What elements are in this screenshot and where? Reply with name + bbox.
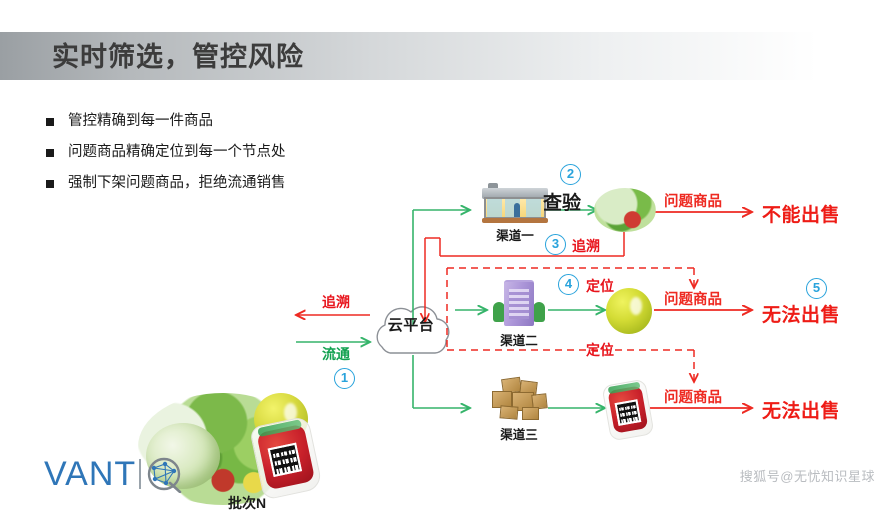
square-bullet-icon [46,180,54,188]
channel-label: 渠道一 [496,229,534,243]
channel-node-2[interactable]: 渠道二 [490,280,548,349]
inspect-label: 查验 [543,193,582,214]
tree-icon [533,302,545,322]
channel-node-1[interactable]: 渠道一 [478,183,552,244]
channel-node-3[interactable]: 渠道三 [488,376,550,443]
outcome-label-2: 无法出售 [762,305,841,326]
bullet-list: 管控精确到每一件商品 问题商品精确定位到每一个节点处 强制下架问题商品，拒绝流通… [46,112,446,205]
cardboard-boxes-icon [488,376,550,422]
channel-label: 渠道三 [500,428,538,442]
channel-label: 渠道二 [500,334,538,348]
packaged-meat-qr-icon [601,378,655,442]
square-bullet-icon [46,118,54,126]
locate-label-lower: 定位 [586,342,614,358]
bullet-text: 强制下架问题商品，拒绝流通销售 [68,175,286,191]
problem-goods-label: 问题商品 [664,194,722,210]
outcome-label-3: 无法出售 [762,401,841,422]
logo-wordmark: VANT [44,455,137,493]
batch-label: 批次N [228,495,267,511]
bullet-text: 管控精确到每一件商品 [68,113,213,129]
office-building-icon [490,280,548,328]
shop-base [482,218,548,223]
problem-goods-label: 问题商品 [664,390,722,406]
cloud-platform-node[interactable]: 云平台 [365,292,457,356]
slide-root: 实时筛选，管控风险 管控精确到每一件商品 问题商品精确定位到每一个节点处 强制下… [0,0,889,500]
step-badge-5: 5 [806,278,827,299]
shop-vent [488,183,498,191]
qr-code-icon [614,399,642,426]
vantiq-logo: VANT [44,452,184,496]
locate-label-upper: 定位 [586,278,614,294]
step-badge-3: 3 [545,234,566,255]
citrus-fruit-icon [606,288,652,334]
qr-code-icon [267,442,303,477]
bullet-text: 问题商品精确定位到每一个节点处 [68,144,286,160]
shop-awning [482,188,548,199]
circulate-label: 流通 [322,346,350,362]
cloud-platform-label: 云平台 [387,316,435,334]
traceability-flow-diagram: 批次N 云平台 追溯 流通 1 渠道一 [0,150,889,511]
page-title: 实时筛选，管控风险 [52,42,304,72]
storefront-icon [482,183,548,223]
list-item: 问题商品精确定位到每一个节点处 [46,143,446,161]
step-badge-2: 2 [560,164,581,185]
leafy-vegetable-icon [594,188,656,232]
watermark-text: 搜狐号@无忧知识星球 [739,469,875,484]
shop-person [514,203,520,217]
traceback-label: 追溯 [322,294,350,310]
outcome-label-1: 不能出售 [762,205,841,226]
step-badge-4: 4 [558,274,579,295]
building-body [504,282,534,326]
problem-goods-label: 问题商品 [664,292,722,308]
step-badge-1: 1 [334,368,355,389]
network-q-icon [146,455,184,494]
flow-connector-lines [0,150,889,460]
shop-window [526,199,541,217]
list-item: 强制下架问题商品，拒绝流通销售 [46,174,446,192]
logo-divider [139,459,142,489]
cloud-shape [376,306,450,354]
shop-window [487,199,502,217]
traceback-label-3: 追溯 [572,238,600,254]
header-band [0,32,889,80]
square-bullet-icon [46,149,54,157]
tree-icon [493,302,505,322]
list-item: 管控精确到每一件商品 [46,112,446,130]
